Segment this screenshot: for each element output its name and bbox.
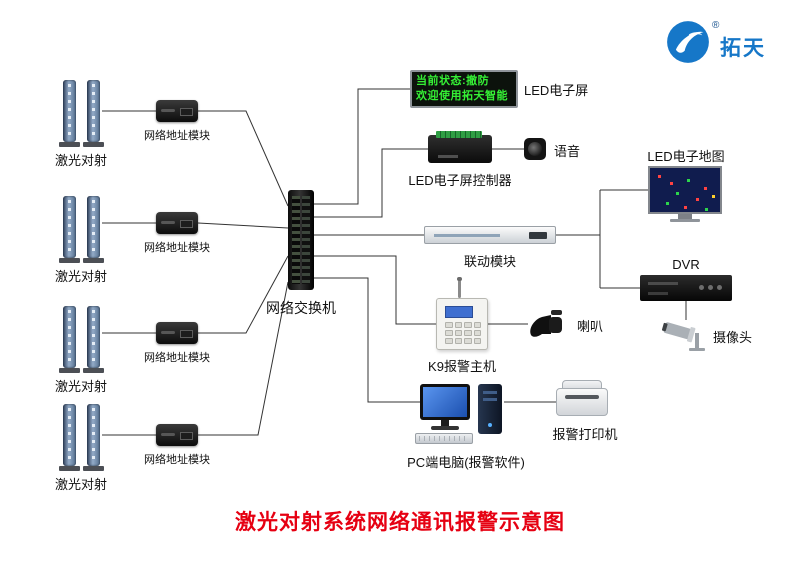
laser-detector-group-2: 激光对射 <box>55 196 107 288</box>
network-switch-label: 网络交换机 <box>266 300 336 316</box>
laser-tower-icon <box>59 80 80 147</box>
laser-detector-label: 激光对射 <box>54 153 108 168</box>
laser-tower-icon <box>83 80 104 147</box>
led-display-line2: 欢迎使用拓天智能 <box>416 90 508 102</box>
led-controller-icon <box>428 131 492 163</box>
keypad-key <box>473 338 481 344</box>
laser-tower-icon <box>83 404 104 471</box>
network-module-3-icon <box>156 322 198 344</box>
logo-swirl-icon <box>666 20 710 64</box>
dvr-label: DVR <box>672 257 700 272</box>
pc-monitor-stand <box>441 420 449 426</box>
laser-tower-icon <box>59 196 80 263</box>
network-module-1-label: 网络地址模块 <box>144 130 210 142</box>
wire-linkage-branch <box>556 189 648 289</box>
keypad-key <box>445 338 453 344</box>
led-display-label: LED电子屏 <box>524 83 589 98</box>
keypad-key <box>473 330 481 336</box>
pc-tower-icon <box>478 384 502 434</box>
laser-tower-icon <box>83 306 104 373</box>
led-map-label: LED电子地图 <box>647 149 725 164</box>
led-controller-label: LED电子屏控制器 <box>408 173 512 188</box>
k9-antenna <box>457 277 462 298</box>
map-base <box>670 219 700 222</box>
pc-monitor-base <box>431 426 459 430</box>
laser-detector-group-3: 激光对射 <box>55 306 107 398</box>
keypad-key <box>464 338 472 344</box>
laser-tower-icon <box>83 196 104 263</box>
voice-label: 语音 <box>554 144 581 159</box>
linkage-module-label: 联动模块 <box>463 254 517 269</box>
network-module-1-icon <box>156 100 198 122</box>
pc-screen <box>423 387 467 417</box>
pc-label: PC端电脑(报警软件) <box>407 455 525 470</box>
dvr-icon <box>640 275 732 301</box>
voice-speaker-icon <box>524 138 546 160</box>
laser-tower-icon <box>59 306 80 373</box>
pc-keyboard-icon <box>415 433 473 444</box>
wire-modules-to-switch <box>197 110 289 436</box>
network-switch-icon <box>288 190 314 290</box>
led-map-icon <box>648 166 722 214</box>
network-module-2-label: 网络地址模块 <box>144 242 210 254</box>
pc-monitor-icon <box>420 384 470 420</box>
registered-mark: ® <box>712 20 720 31</box>
network-module-4-label: 网络地址模块 <box>144 454 210 466</box>
wire-towers-to-modules <box>102 110 156 436</box>
keypad-key <box>454 322 462 328</box>
network-module-2-icon <box>156 212 198 234</box>
keypad-key <box>454 338 462 344</box>
laser-detector-label: 激光对射 <box>54 477 108 492</box>
logo: ® 拓天 <box>666 20 786 66</box>
camera-icon <box>661 318 708 361</box>
network-module-4-icon <box>156 424 198 446</box>
keypad-key <box>464 322 472 328</box>
camera-label: 摄像头 <box>713 330 753 345</box>
printer-icon <box>556 388 608 416</box>
printer-label: 报警打印机 <box>552 427 618 442</box>
keypad-key <box>464 330 472 336</box>
keypad-key <box>473 322 481 328</box>
laser-detector-label: 激光对射 <box>54 379 108 394</box>
linkage-module-icon <box>424 226 556 244</box>
led-display-line1: 当前状态:撤防 <box>416 75 490 88</box>
horn-speaker-icon <box>528 306 568 347</box>
network-module-3-label: 网络地址模块 <box>144 352 210 364</box>
keypad-key <box>445 322 453 328</box>
map-stand <box>678 214 692 219</box>
laser-detector-group-1: 激光对射 <box>55 80 107 172</box>
k9-keypad <box>445 322 481 344</box>
horn-label: 喇叭 <box>577 319 604 334</box>
diagram-title: 激光对射系统网络通讯报警示意图 <box>235 511 565 534</box>
keypad-key <box>454 330 462 336</box>
laser-detector-label: 激光对射 <box>54 269 108 284</box>
led-display-icon: 当前状态:撤防 欢迎使用拓天智能 <box>410 70 518 108</box>
keypad-key <box>445 330 453 336</box>
laser-detector-group-4: 激光对射 <box>55 404 107 496</box>
k9-host-label: K9报警主机 <box>428 359 496 374</box>
k9-lcd <box>445 306 473 318</box>
dvr-buttons <box>717 285 722 290</box>
map-dots <box>658 175 661 178</box>
laser-tower-icon <box>59 404 80 471</box>
k9-host-icon <box>436 298 488 350</box>
wire-switch-to-devices <box>314 88 436 403</box>
logo-brand-text: 拓天 <box>720 37 766 60</box>
